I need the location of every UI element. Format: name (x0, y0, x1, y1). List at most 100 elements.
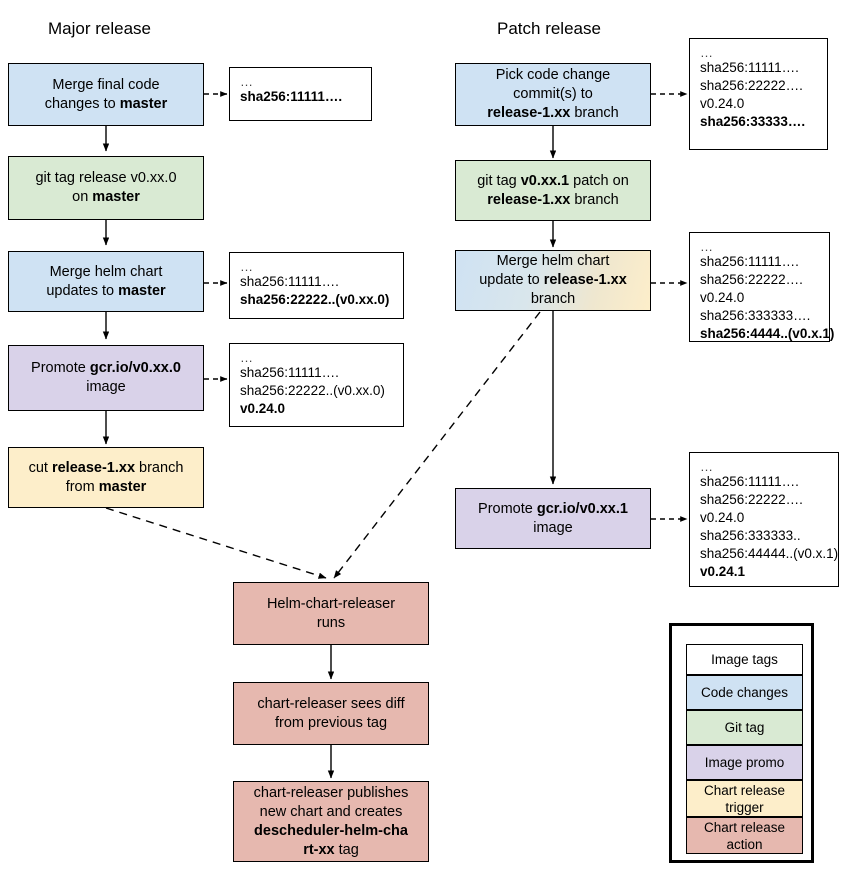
node-major-promote-image[interactable]: Promote gcr.io/v0.xx.0 image (8, 345, 204, 411)
node-line: on (72, 189, 93, 205)
node-line: from previous tag (274, 714, 388, 731)
legend-item-label-line1: Chart release (703, 782, 786, 798)
node-line: from (65, 478, 99, 495)
note-line: sha256:11111…. (240, 89, 343, 104)
node-patch-promote-image[interactable]: Promote gcr.io/v0.xx.1 image (455, 488, 651, 549)
note-line: sha256:333333.. (700, 528, 801, 543)
legend-item-label-line1: Chart release (703, 819, 786, 835)
note-line: sha256:22222…. (700, 272, 803, 287)
node-line-bold: master (118, 282, 166, 299)
note-line: … (240, 259, 254, 274)
node-line: cut (28, 459, 52, 476)
node-line-bold: gcr.io/v0.xx.1 (536, 500, 628, 517)
note-line: sha256:22222..(v0.xx.0) (240, 292, 390, 307)
node-line: branch (570, 105, 619, 121)
note-line: … (700, 45, 714, 60)
node-line: Promote (478, 500, 537, 517)
legend: Image tags Code changes Git tag Image pr… (669, 623, 814, 863)
note-line: v0.24.0 (240, 401, 286, 416)
node-patch-git-tag[interactable]: git tag v0.xx.1 patch on release-1.xx br… (455, 160, 651, 221)
node-line: branch (570, 191, 619, 208)
note-line: sha256:11111…. (700, 254, 799, 269)
dashed-cut-branch-to-releaser (105, 507, 327, 579)
node-major-cut-release-branch[interactable]: cut release-1.xx branch from master (8, 447, 204, 508)
note-major-image-tags-2: … sha256:11111…. sha256:22222..(v0.xx.0) (229, 252, 404, 319)
legend-item-label: Image promo (704, 755, 785, 770)
legend-item-chart-release-trigger[interactable]: Chart release trigger (686, 780, 803, 817)
legend-item-git-tag[interactable]: Git tag (686, 710, 803, 745)
note-line: sha256:22222…. (700, 78, 803, 93)
note-line: sha256:22222..(v0.xx.0) (240, 383, 385, 398)
note-line: sha256:11111…. (700, 474, 799, 489)
note-line: sha256:333333…. (700, 308, 811, 323)
node-patch-pick-code-change[interactable]: Pick code change commit(s) to release-1.… (455, 63, 651, 126)
note-line: … (240, 350, 254, 365)
node-line: chart-releaser publishes (253, 784, 409, 801)
node-helm-chart-releaser-runs[interactable]: Helm-chart-releaser runs (233, 582, 429, 645)
note-major-image-tags-1: … sha256:11111…. (229, 67, 372, 121)
node-line-bold: release-1.xx (487, 191, 571, 208)
note-line: … (700, 239, 714, 254)
node-line: git tag release v0.xx.0 (35, 170, 177, 186)
legend-item-label: Code changes (700, 685, 789, 700)
legend-item-code-changes[interactable]: Code changes (686, 675, 803, 710)
node-chart-releaser-publishes[interactable]: chart-releaser publishes new chart and c… (233, 781, 429, 862)
node-line-bold: release-1.xx (543, 272, 627, 288)
node-line: patch on (569, 172, 629, 189)
node-line: runs (316, 614, 346, 631)
legend-item-image-promo[interactable]: Image promo (686, 745, 803, 780)
note-line: … (240, 74, 254, 89)
legend-item-label-line2: action (726, 836, 763, 852)
note-line: sha256:22222…. (700, 492, 803, 507)
node-line-bold: rt-xx (303, 841, 335, 858)
node-line: update to (479, 272, 544, 288)
note-line: … (700, 459, 714, 474)
node-line: Merge helm chart (496, 253, 610, 269)
node-major-merge-final-code[interactable]: Merge final code changes to master (8, 63, 204, 126)
node-line-bold: descheduler-helm-cha (254, 822, 408, 839)
node-line: image (86, 379, 126, 395)
note-major-image-tags-3: … sha256:11111…. sha256:22222..(v0.xx.0)… (229, 343, 404, 427)
note-line: sha256:44444..(v0.x.1) (700, 546, 839, 561)
note-line: v0.24.0 (700, 96, 745, 111)
note-line: sha256:11111…. (240, 274, 339, 289)
node-line: Merge final code (52, 76, 160, 93)
node-line: chart-releaser sees diff (257, 695, 405, 712)
node-line-bold: v0.xx.1 (520, 172, 570, 189)
note-line: sha256:4444..(v0.x.1) (700, 326, 835, 341)
legend-item-label-line2: trigger (725, 799, 764, 815)
node-line: updates to (46, 282, 119, 299)
note-line: v0.24.0 (700, 510, 745, 525)
node-major-merge-helm-chart[interactable]: Merge helm chart updates to master (8, 251, 204, 312)
node-line: Helm-chart-releaser (266, 595, 396, 612)
node-major-git-tag-release[interactable]: git tag release v0.xx.0 on master (8, 156, 204, 220)
node-line: Promote (31, 360, 90, 376)
node-line-bold: master (119, 95, 168, 112)
node-line: branch (530, 291, 576, 307)
legend-item-label: Image tags (711, 652, 778, 667)
node-line: commit(s) to (513, 86, 593, 102)
node-line-bold: gcr.io/v0.xx.0 (89, 360, 181, 376)
node-line: image (533, 519, 573, 536)
column-title-patch-release: Patch release (497, 19, 601, 38)
node-line-bold: release-1.xx (51, 459, 136, 476)
note-line: sha256:11111…. (240, 365, 339, 380)
node-line: tag (334, 841, 359, 858)
legend-item-label: Git tag (724, 720, 765, 735)
node-line: new chart and creates (259, 803, 403, 820)
legend-item-image-tags[interactable]: Image tags (686, 644, 803, 675)
note-line: v0.24.1 (700, 564, 746, 579)
legend-item-chart-release-action[interactable]: Chart release action (686, 817, 803, 854)
node-line-bold: master (98, 478, 147, 495)
node-chart-releaser-sees-diff[interactable]: chart-releaser sees diff from previous t… (233, 682, 429, 745)
node-line: Pick code change (495, 67, 611, 83)
note-line: v0.24.0 (700, 290, 745, 305)
node-line: branch (135, 459, 184, 476)
note-patch-image-tags-2: … sha256:11111…. sha256:22222…. v0.24.0 … (689, 232, 835, 342)
node-patch-merge-helm-chart[interactable]: Merge helm chart update to release-1.xx … (455, 250, 651, 311)
node-line: Merge helm chart (49, 263, 163, 280)
note-line: sha256:33333…. (700, 114, 806, 129)
note-patch-image-tags-1: … sha256:11111…. sha256:22222…. v0.24.0 … (689, 38, 828, 150)
node-line-bold: release-1.xx (487, 105, 571, 121)
